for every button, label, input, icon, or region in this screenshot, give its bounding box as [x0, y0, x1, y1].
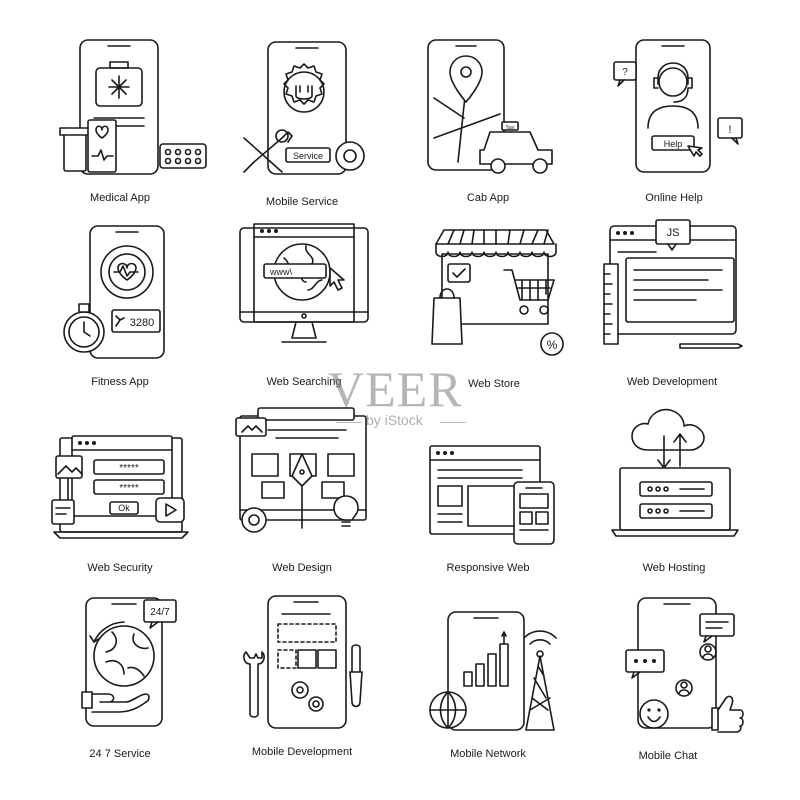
icon-cell-fitness-app: 3280 Fitness App [40, 224, 200, 394]
mobile-network-icon [428, 614, 548, 749]
icon-label: Web Hosting [642, 562, 706, 574]
icon-label: Web Development [626, 376, 718, 388]
help-button-label: Help [664, 139, 683, 149]
ok-button-label: Ok [118, 503, 130, 513]
step-count: 3280 [130, 317, 154, 329]
question-mark: ? [622, 67, 628, 78]
icon-label: Mobile Chat [638, 750, 698, 762]
icon-cell-web-development: JS Web Development [592, 224, 752, 394]
icon-cell-cab-app: Taxi Cab App [408, 38, 568, 208]
icon-cell-mobile-development: Mobile Development [222, 592, 382, 762]
discount-badge: % [547, 338, 558, 352]
icon-cell-web-store: % Web Store [414, 224, 574, 394]
icon-label: Mobile Network [450, 748, 526, 760]
medical-app-icon [60, 38, 180, 173]
password-field-1: ***** [119, 463, 139, 474]
icon-label: Cab App [466, 192, 510, 204]
icon-cell-online-help: Help ? ! Online Help [594, 38, 754, 208]
icon-cell-mobile-network: Mobile Network [408, 614, 568, 784]
web-store-icon: % [434, 224, 554, 359]
js-badge: JS [667, 227, 680, 239]
icon-label: Mobile Development [251, 746, 353, 758]
icon-label: Fitness App [91, 376, 149, 388]
cab-app-icon: Taxi [428, 38, 548, 173]
icon-label: Web Store [468, 378, 520, 390]
web-hosting-icon [614, 406, 734, 541]
icon-label: Responsive Web [446, 562, 530, 574]
web-security-icon: ***** ***** Ok [60, 408, 180, 543]
icon-cell-medical-app: Medical App [40, 38, 200, 208]
icon-label: Web Design [272, 562, 332, 574]
icon-label: Web Security [87, 562, 153, 574]
fitness-app-icon: 3280 [60, 224, 180, 359]
icon-cell-web-security: ***** ***** Ok Web Security [40, 408, 200, 578]
mobile-chat-icon [608, 596, 728, 731]
hours-badge: 24/7 [150, 607, 170, 618]
icon-label: Mobile Service [265, 196, 339, 208]
icon-cell-web-hosting: Web Hosting [594, 406, 754, 576]
service-badge: Service [293, 151, 323, 161]
icon-cell-24-7-service: 24/7 24 7 Service [40, 594, 200, 764]
web-development-icon: JS [612, 224, 732, 359]
responsive-web-icon [428, 410, 548, 545]
icon-cell-web-design: Web Design [222, 408, 382, 578]
password-field-2: ***** [119, 483, 139, 494]
taxi-sign: Taxi [506, 125, 515, 131]
icon-cell-mobile-service: Service Mobile Service [222, 40, 382, 210]
icon-label: Online Help [645, 192, 703, 204]
icon-cell-mobile-chat: Mobile Chat [588, 596, 748, 766]
mobile-development-icon [242, 592, 362, 727]
icon-label: 24 7 Service [89, 748, 151, 760]
url-text: www\ [269, 267, 292, 277]
web-design-icon [242, 408, 362, 543]
online-help-icon: Help ? ! [614, 38, 734, 173]
icon-cell-web-searching: www\ Web Searching [224, 222, 384, 392]
icon-label: Web Searching [266, 376, 342, 388]
web-searching-icon: www\ [244, 222, 364, 357]
icon-label: Medical App [90, 192, 150, 204]
24-7-service-icon: 24/7 [60, 594, 180, 729]
icon-cell-responsive-web: Responsive Web [408, 410, 568, 580]
exclamation-mark: ! [728, 124, 731, 136]
mobile-service-icon: Service [242, 40, 362, 175]
